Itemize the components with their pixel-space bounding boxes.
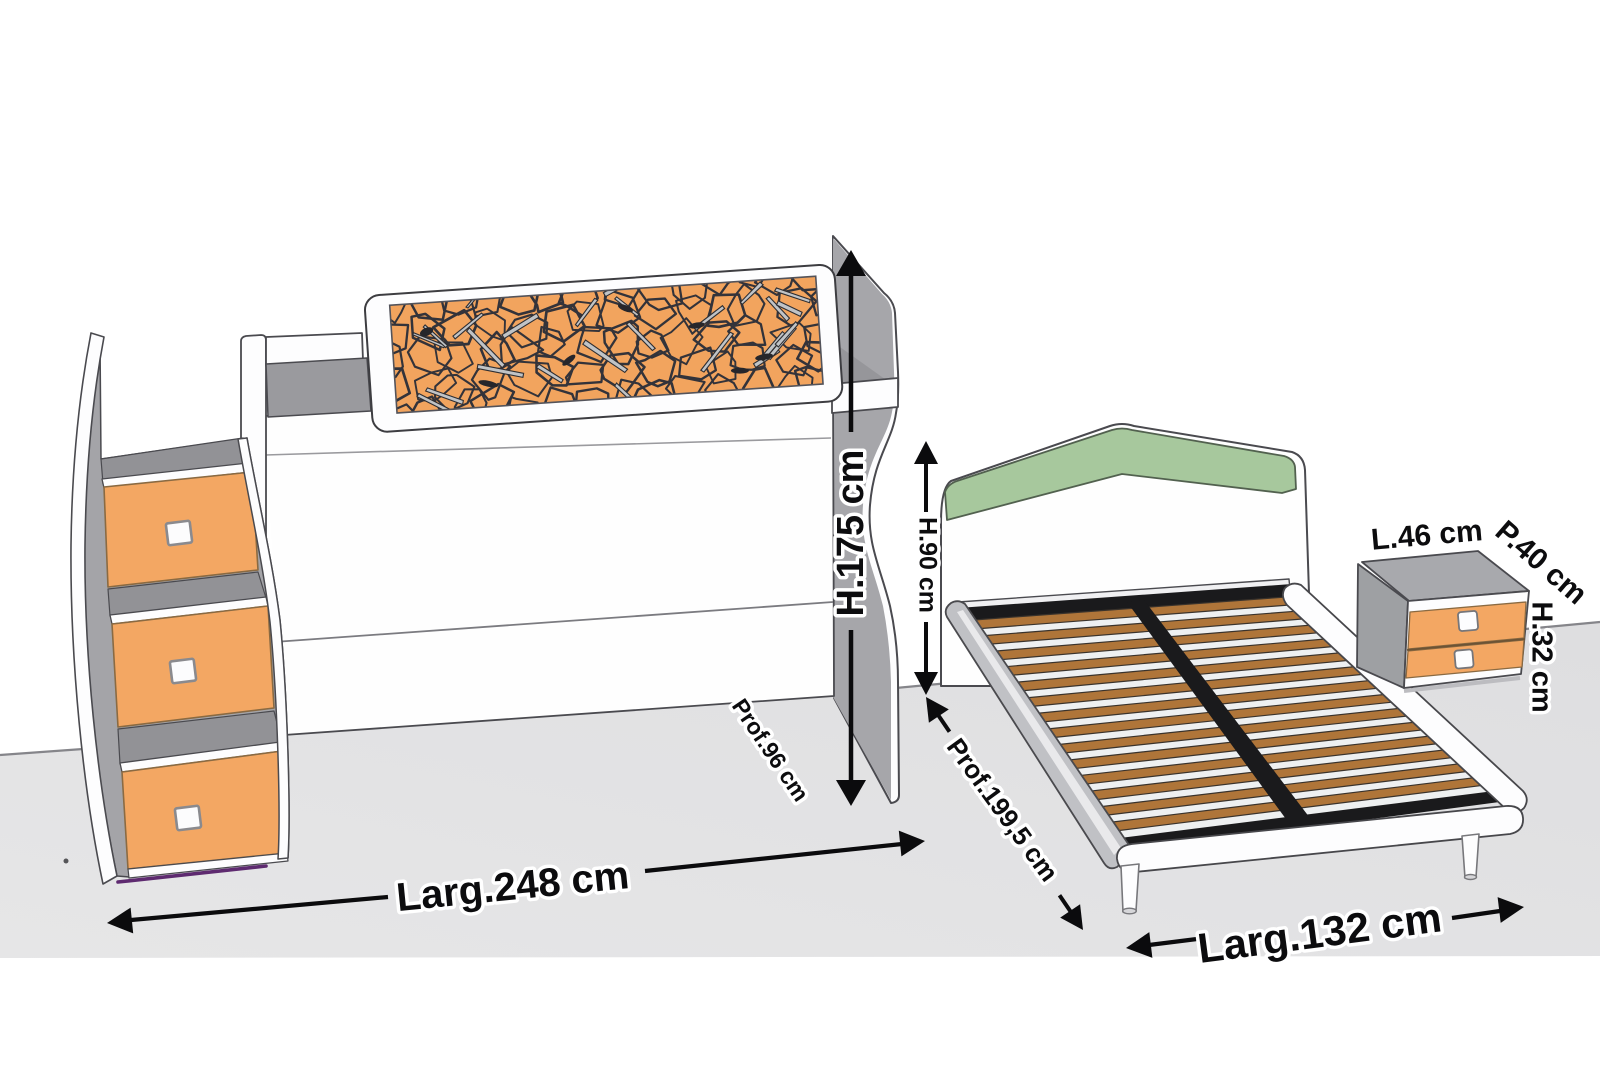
svg-text:H.175 cm: H.175 cm (830, 450, 872, 617)
svg-text:H.32 cm: H.32 cm (1525, 601, 1557, 712)
svg-text:H.90 cm: H.90 cm (913, 517, 941, 613)
